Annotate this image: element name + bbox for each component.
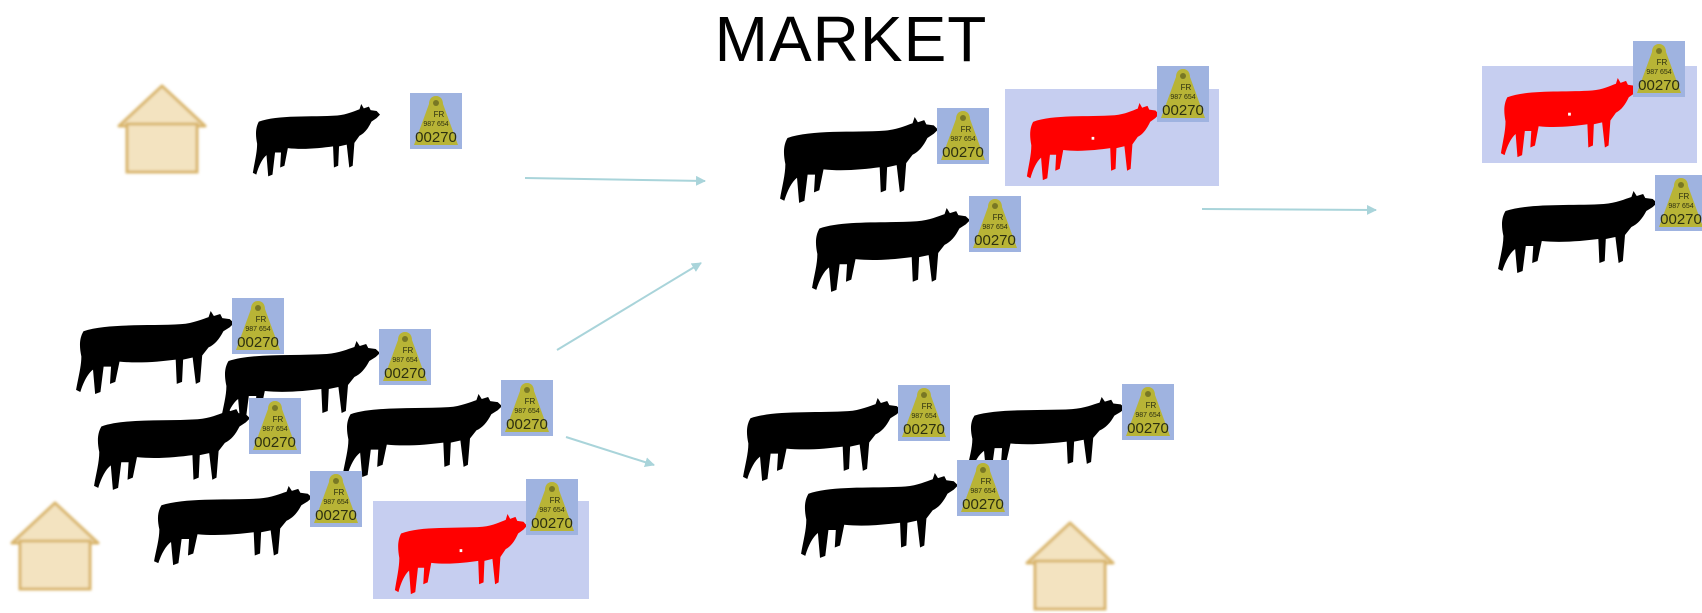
svg-text:987 654: 987 654 xyxy=(514,408,539,415)
svg-text:987 654: 987 654 xyxy=(1668,203,1693,210)
svg-text:987 654: 987 654 xyxy=(262,426,287,433)
cow-icon xyxy=(252,104,380,177)
farm-house-icon xyxy=(10,501,100,591)
svg-text:00270: 00270 xyxy=(315,507,357,524)
svg-text:00270: 00270 xyxy=(962,496,1004,513)
svg-text:987 654: 987 654 xyxy=(245,326,270,333)
flow-arrow xyxy=(524,175,706,186)
svg-text:987 654: 987 654 xyxy=(323,499,348,506)
svg-text:FR: FR xyxy=(1146,401,1157,410)
cow-icon xyxy=(812,208,970,292)
svg-text:FR: FR xyxy=(961,125,972,134)
cow-icon xyxy=(801,473,958,558)
farm-house-icon xyxy=(117,84,207,174)
flow-arrow xyxy=(1201,204,1377,215)
flow-arrow xyxy=(556,262,702,351)
svg-text:FR: FR xyxy=(273,415,284,424)
svg-text:FR: FR xyxy=(993,213,1004,222)
svg-text:FR: FR xyxy=(256,315,267,324)
svg-text:FR: FR xyxy=(403,346,414,355)
cow-icon xyxy=(967,397,1125,474)
svg-text:FR: FR xyxy=(525,397,536,406)
svg-text:FR: FR xyxy=(922,402,933,411)
svg-text:987 654: 987 654 xyxy=(950,136,975,143)
flow-arrow xyxy=(565,436,655,468)
svg-text:00270: 00270 xyxy=(384,365,426,382)
svg-text:987 654: 987 654 xyxy=(539,507,564,514)
svg-text:00270: 00270 xyxy=(1127,420,1169,437)
svg-text:987 654: 987 654 xyxy=(423,121,448,128)
cow-icon xyxy=(343,394,502,477)
highlighted-cow-icon xyxy=(394,514,527,595)
svg-text:00270: 00270 xyxy=(1162,102,1204,119)
svg-text:FR: FR xyxy=(1679,192,1690,201)
svg-text:00270: 00270 xyxy=(942,144,984,161)
svg-text:FR: FR xyxy=(981,477,992,486)
svg-text:987 654: 987 654 xyxy=(1646,69,1671,76)
svg-text:987 654: 987 654 xyxy=(1135,412,1160,419)
svg-text:00270: 00270 xyxy=(415,129,457,146)
cow-icon xyxy=(154,486,312,566)
cow-icon xyxy=(76,311,234,394)
svg-text:00270: 00270 xyxy=(1660,211,1702,228)
svg-text:00270: 00270 xyxy=(974,232,1016,249)
cow-icon xyxy=(1498,191,1657,273)
svg-text:FR: FR xyxy=(1181,83,1192,92)
svg-text:FR: FR xyxy=(334,488,345,497)
svg-text:987 654: 987 654 xyxy=(911,413,936,420)
cow-icon xyxy=(94,406,251,490)
svg-text:00270: 00270 xyxy=(903,421,945,438)
svg-text:00270: 00270 xyxy=(237,334,279,351)
svg-text:FR: FR xyxy=(1657,58,1668,67)
svg-text:FR: FR xyxy=(434,110,445,119)
farm-house-icon xyxy=(1025,521,1115,611)
highlighted-cow-icon xyxy=(1026,103,1159,181)
cow-icon xyxy=(743,398,901,481)
svg-text:00270: 00270 xyxy=(506,416,548,433)
svg-text:987 654: 987 654 xyxy=(1170,94,1195,101)
diagram-title: MARKET xyxy=(714,3,988,75)
svg-text:00270: 00270 xyxy=(1638,77,1680,94)
svg-text:00270: 00270 xyxy=(254,434,296,451)
svg-text:987 654: 987 654 xyxy=(392,357,417,364)
cow-icon xyxy=(780,117,938,203)
svg-text:987 654: 987 654 xyxy=(970,488,995,495)
svg-text:FR: FR xyxy=(550,496,561,505)
svg-text:00270: 00270 xyxy=(531,515,573,532)
svg-text:987 654: 987 654 xyxy=(982,224,1007,231)
highlighted-cow-icon xyxy=(1500,78,1638,158)
